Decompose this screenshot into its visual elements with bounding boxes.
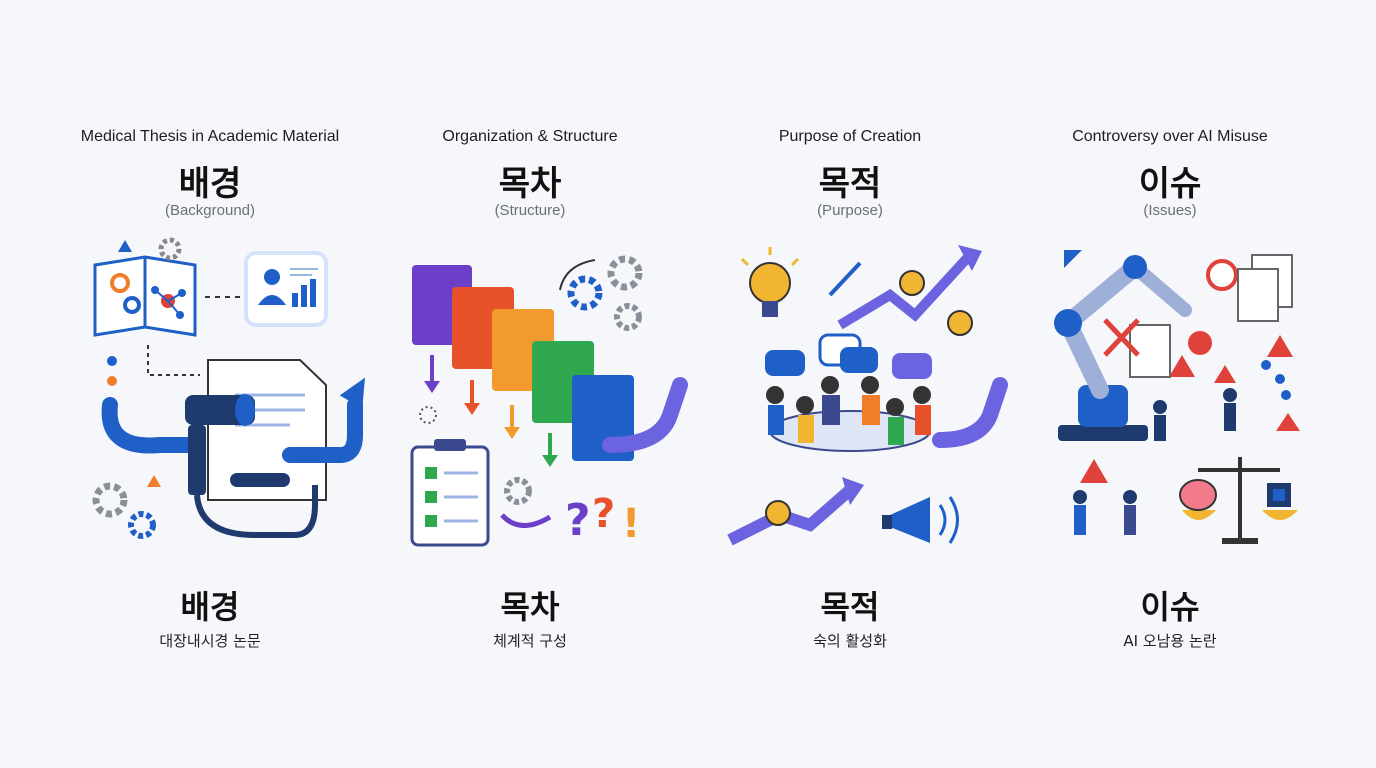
gear-icon — [614, 303, 642, 331]
justice-scale-icon — [1182, 457, 1298, 544]
section-ko-label: 이슈 — [1140, 588, 1200, 626]
issues-illustration — [1054, 250, 1300, 544]
section-ko-caption: AI 오남용 논란 — [1123, 632, 1217, 650]
question-exclamation-icon: ? ? ! — [565, 491, 640, 547]
section-ko-label: 목적 — [820, 588, 880, 626]
section-structure: Organization & Structure 목차 (Structure) — [370, 0, 690, 768]
section-en-title: Organization & Structure — [442, 128, 618, 145]
section-ko-label: 목차 — [500, 588, 560, 626]
book-network-icon — [93, 255, 197, 337]
gear-icon — [567, 275, 603, 311]
svg-text:?: ? — [565, 495, 591, 546]
section-ko-title: 목적 — [818, 164, 882, 204]
structure-illustration: ? ? ! — [410, 255, 688, 547]
chip-icon — [1267, 483, 1291, 507]
section-en-subtitle: (Issues) — [1143, 202, 1197, 219]
meeting-table-icon — [766, 376, 931, 452]
gear-icon — [158, 237, 182, 261]
section-issues: Controversy over AI Misuse 이슈 (Issues) — [1010, 0, 1330, 768]
section-ko-caption: 체계적 구성 — [493, 632, 567, 650]
section-ko-title: 배경 — [178, 164, 242, 204]
profile-chart-icon — [244, 251, 328, 327]
brain-icon — [1179, 479, 1217, 511]
section-ko-caption: 숙의 활성화 — [813, 632, 887, 650]
endoscope-document-icon — [101, 359, 365, 538]
section-purpose: Purpose of Creation 목적 (Purpose) — [690, 0, 1010, 768]
megaphone-icon — [882, 496, 959, 544]
section-ko-title: 이슈 — [1138, 164, 1202, 204]
section-en-subtitle: (Background) — [164, 202, 256, 219]
section-en-subtitle: (Structure) — [494, 202, 566, 219]
section-ko-caption: 대장내시경 논문 — [159, 632, 261, 650]
gear-icon — [128, 511, 156, 539]
svg-text:!: ! — [622, 501, 640, 547]
gear-icon — [504, 477, 532, 505]
section-background: Medical Thesis in Academic Material 배경 (… — [50, 0, 370, 768]
background-illustration — [92, 237, 365, 539]
robot-arm-icon — [1054, 255, 1192, 441]
lightbulb-icon — [740, 247, 800, 317]
section-en-subtitle: (Purpose) — [817, 202, 883, 219]
gear-icon — [92, 482, 128, 518]
section-ko-label: 배경 — [180, 588, 240, 626]
svg-text:?: ? — [592, 491, 615, 537]
purpose-illustration — [727, 245, 1008, 546]
growth-arrow-icon — [828, 245, 982, 336]
section-en-title: Controversy over AI Misuse — [1072, 128, 1268, 145]
section-en-title: Medical Thesis in Academic Material — [80, 128, 340, 145]
section-ko-title: 목차 — [498, 164, 562, 204]
warning-icon — [1169, 259, 1300, 431]
gear-icon — [607, 255, 643, 291]
section-en-title: Purpose of Creation — [778, 128, 922, 145]
checklist-icon — [410, 439, 490, 547]
